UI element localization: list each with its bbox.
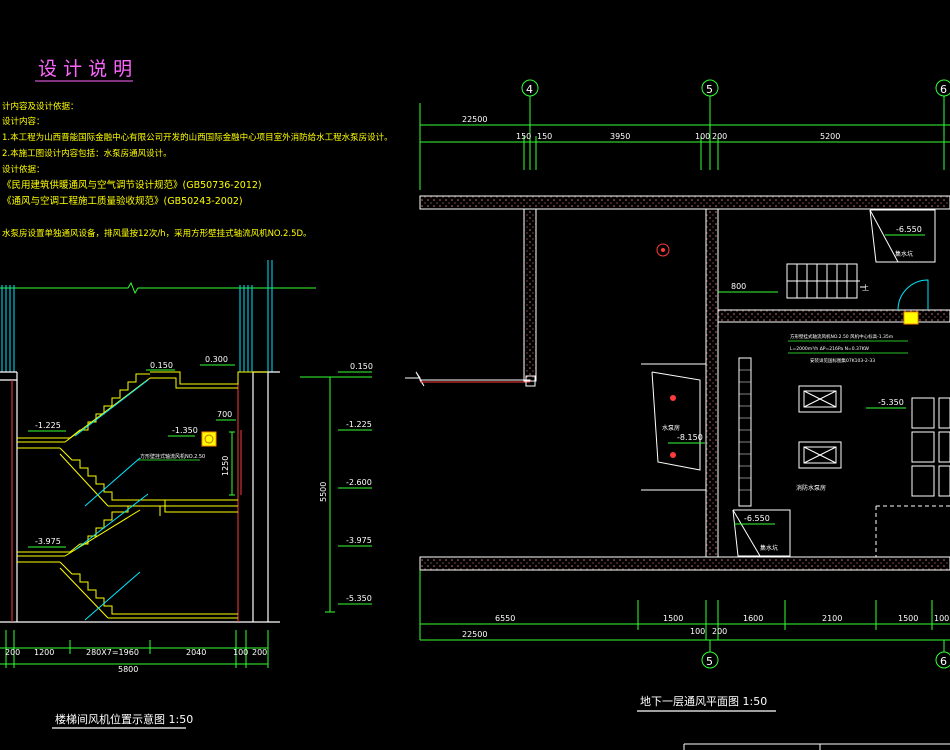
dim-value: 3950: [610, 132, 630, 141]
elev-left: -3.975: [35, 537, 61, 546]
dim-5500: 5500: [319, 482, 328, 502]
axis-markers-top: 4 5 6: [521, 79, 950, 97]
notes-line: 设计内容：: [2, 116, 45, 127]
elev-mid: -1.350: [172, 426, 198, 435]
notes-line: 2.本施工图设计内容包括：水泵房通风设计。: [2, 148, 172, 159]
elev-pump-room: -5.350: [878, 398, 904, 407]
axis-label: 5: [706, 655, 713, 668]
wall-bottom: [419, 556, 950, 571]
wall-top: [419, 195, 950, 210]
top-total: 22500: [462, 115, 487, 124]
plan-view: 4 5 6 22500 150 150 3950 100 200 5200: [405, 79, 950, 750]
notes-line: 《民用建筑供暖通风与空气调节设计规范》(GB50736-2012): [2, 179, 262, 191]
dim-value: 100: [233, 648, 248, 657]
elev-room: -8.150: [677, 433, 703, 442]
dim-value: 200: [712, 627, 727, 636]
axis-label: 4: [526, 83, 533, 96]
dim-value: 200: [252, 648, 267, 657]
fan-note: L=2000m³/h ΔP=216Pa N=0.37KW: [790, 346, 870, 352]
up-label: 上: [862, 283, 869, 292]
room-label: 集水坑: [895, 250, 913, 258]
bottom-total: 22500: [462, 630, 487, 639]
dim-value: 100: [695, 132, 710, 141]
dim-value: 200: [712, 132, 727, 141]
dim-value: 6550: [495, 614, 515, 623]
fan-unit-icon: [201, 431, 217, 447]
dim-value: 1500: [663, 614, 683, 623]
dim-value: 100: [690, 627, 705, 636]
dim-value: 2040: [186, 648, 206, 657]
elev-top-2: 0.300: [205, 355, 228, 364]
design-notes: 设 计 说 明 计内容及设计依据： 设计内容： 1.本工程为山西晋能国际金融中心…: [2, 58, 393, 239]
break-line: [0, 281, 316, 295]
room-label: 集水坑: [760, 544, 778, 552]
dim-700: 700: [217, 410, 232, 419]
dim-value: 1600: [743, 614, 763, 623]
dim-value: 2100: [822, 614, 842, 623]
wall-partition: [717, 309, 950, 323]
axis-label: 6: [940, 655, 947, 668]
notes-line: 1.本工程为山西晋能国际金融中心有限公司开发的山西国际金融中心项目室外消防给水工…: [2, 132, 393, 143]
fan-unit-icon: [903, 311, 919, 325]
elevation-scale: 0.150 -1.225 -2.600 -3.975 -5.350: [346, 362, 373, 603]
left-drawing-title: 楼梯间风机位置示意图 1:50: [55, 712, 193, 726]
bottom-dimensions: 200 1200 280X7=1960 2040 100 200 5800: [5, 648, 267, 674]
wall-mid: [705, 208, 719, 558]
dim-800: 800: [731, 282, 746, 291]
elevation-value: -1.225: [346, 420, 372, 429]
pump-unit-icon: [798, 385, 842, 413]
dim-value: 100: [934, 614, 949, 623]
room-label: 消防水泵房: [796, 484, 826, 492]
top-dimensions: 150 150 3950 100 200 5200: [516, 132, 840, 141]
notes-line: 水泵房设置单独通风设备，排风量按12次/h，采用方形壁挂式轴流风机NO.2.5D…: [2, 228, 312, 239]
dim-value: 150: [537, 132, 552, 141]
axis-markers-bottom: 5 6: [701, 651, 950, 669]
axis-label: 6: [940, 83, 947, 96]
stair-section: 700 1250 -1.350 方形壁挂式轴流风机NO.2.50 0.150 0…: [0, 260, 373, 729]
right-drawing-title: 地下一层通风平面图 1:50: [640, 695, 767, 708]
dim-value: 200: [5, 648, 20, 657]
notes-line: 《通风与空调工程施工质量验收规范》(GB50243-2002): [2, 195, 243, 207]
dim-value: 150: [516, 132, 531, 141]
room-label: 水泵房: [662, 424, 680, 432]
axis-label: 5: [706, 83, 713, 96]
fan-note: 安装详见国标图集07K103-2-33: [810, 357, 875, 364]
dim-total: 5800: [118, 665, 138, 674]
elevation-value: 0.150: [350, 362, 373, 371]
fan-label: 方形壁挂式轴流风机NO.2.50: [140, 453, 205, 460]
pump-icon: [656, 243, 670, 257]
elevation-value: -2.600: [346, 478, 372, 487]
fan-note: 方形壁挂式轴流风机NO.2.50 风机中心标高-1.35m: [790, 333, 893, 340]
dim-value: 1200: [34, 648, 54, 657]
elev-top-1: 0.150: [150, 361, 173, 370]
elev-left: -1.225: [35, 421, 61, 430]
elevation-value: -3.975: [346, 536, 372, 545]
wall-column: [523, 208, 537, 382]
dim-1250: 1250: [221, 456, 230, 476]
bottom-dimensions-plan: 6550 1500 1600 2100 1500 100 100 200 225…: [462, 614, 949, 639]
elevation-value: -5.350: [346, 594, 372, 603]
pump-unit-icon: [798, 441, 842, 469]
dim-value: 280X7=1960: [86, 648, 139, 657]
elev-sump: -6.550: [896, 225, 922, 234]
notes-line: 设计依据：: [2, 164, 45, 175]
notes-title: 设 计 说 明: [38, 58, 132, 80]
dim-value: 1500: [898, 614, 918, 623]
notes-line: 计内容及设计依据：: [2, 101, 79, 112]
elev-sump-2: -6.550: [744, 514, 770, 523]
dim-value: 5200: [820, 132, 840, 141]
